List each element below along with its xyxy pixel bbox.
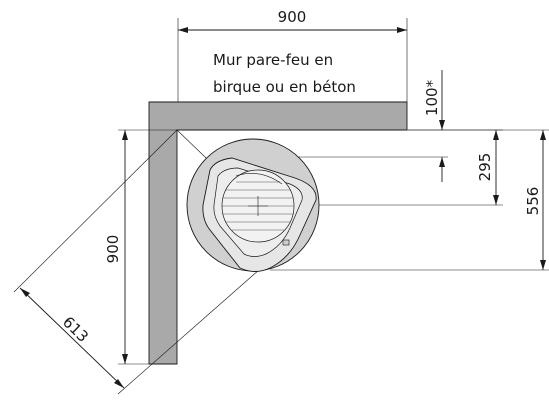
wall-label-line2: birque ou en béton bbox=[213, 78, 356, 96]
dimension-stove-offset-label: 295 bbox=[476, 153, 494, 182]
dimension-diagonal-label: 613 bbox=[59, 313, 92, 346]
dimension-clearance-top-label: 100* bbox=[423, 79, 441, 116]
stove-handle bbox=[282, 239, 290, 246]
wall-label-line1: Mur pare-feu en bbox=[213, 51, 333, 69]
dimension-stove-depth: 556 bbox=[270, 129, 549, 271]
dimension-left-height: 900 bbox=[104, 129, 177, 365]
dimension-left-height-label: 900 bbox=[104, 235, 122, 264]
dimension-clearance-top: 100* bbox=[280, 70, 448, 182]
stove-door-frame bbox=[235, 173, 283, 185]
dimension-stove-depth-label: 556 bbox=[524, 187, 542, 216]
dimension-top-width: 900 bbox=[177, 8, 408, 102]
dimension-top-width-label: 900 bbox=[278, 8, 307, 26]
